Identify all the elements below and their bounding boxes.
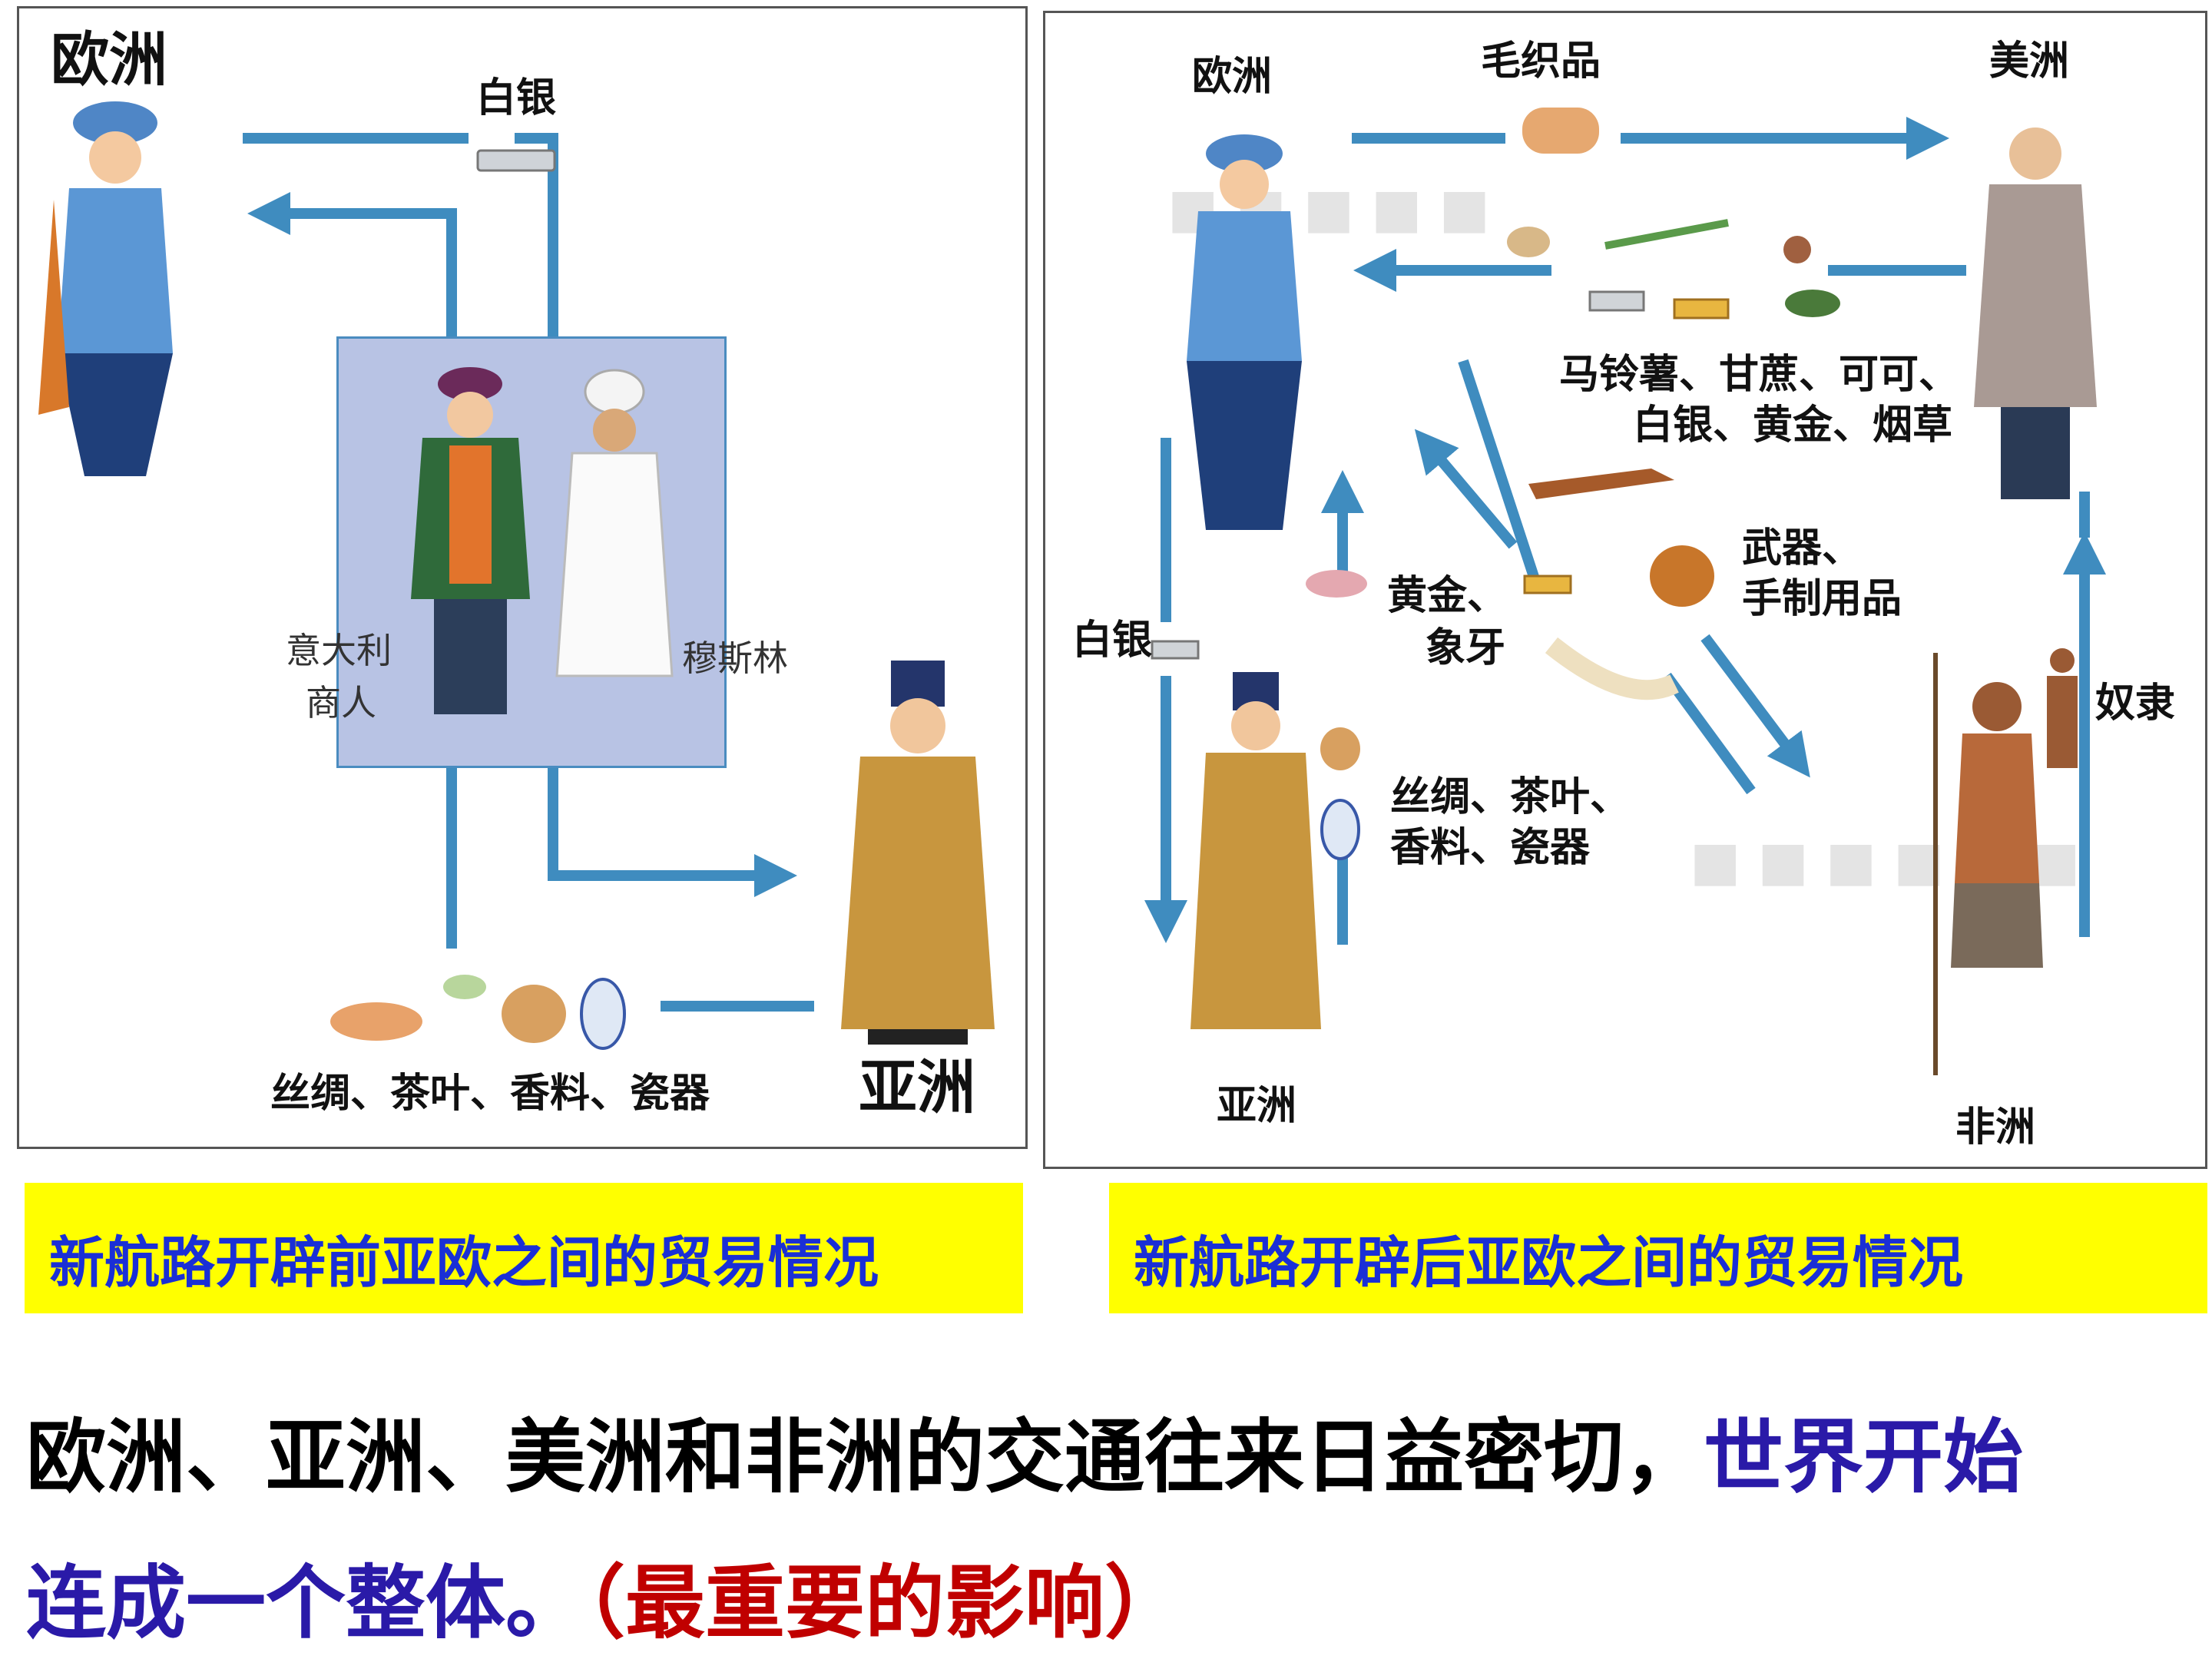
- right-silver-label: 白银: [1072, 618, 1153, 664]
- african-figure: [1933, 648, 2078, 1075]
- summary-line-1: 欧洲、亚洲、美洲和非洲的交通往来日益密切，世界开始: [26, 1413, 2023, 1501]
- right-africa-label: 非洲: [1955, 1104, 2036, 1151]
- silk-icon: [1306, 570, 1367, 598]
- left-silver-label: 白银: [476, 75, 557, 121]
- italian-merchant-label-2: 商人: [306, 682, 376, 724]
- woolens-icon: [1522, 108, 1599, 154]
- sugarcane-icon: [1604, 219, 1729, 250]
- potato-icon: [1507, 227, 1550, 257]
- gun-icon: [1528, 469, 1674, 499]
- caption-after-box: [1109, 1183, 2207, 1313]
- left-europe-label: 欧洲: [51, 25, 167, 94]
- right-america-label: 美洲: [1989, 38, 2070, 84]
- slaves-label: 奴隶: [2095, 680, 2176, 727]
- asia-goods-label-1: 丝绸、茶叶、: [1390, 774, 1631, 820]
- summary-line2-blue: 连成一个整体。: [26, 1556, 586, 1650]
- asian-figure: [841, 661, 995, 1045]
- american-figure: [1974, 127, 2097, 499]
- gold-ivory-label-2: 象牙: [1426, 625, 1506, 671]
- summary-line1-black: 欧洲、亚洲、美洲和非洲的交通往来日益密切，: [26, 1410, 1704, 1504]
- right-europe-label: 欧洲: [1192, 54, 1273, 100]
- gold-ivory-label-1: 黄金、: [1387, 573, 1508, 619]
- tobacco-icon: [1785, 290, 1840, 317]
- teapot-icon: [1650, 545, 1714, 607]
- silver-ingot-icon: [476, 149, 556, 172]
- cocoa-icon: [1783, 236, 1811, 263]
- asia-goods-label-2: 香料、瓷器: [1390, 825, 1591, 871]
- european-figure: [38, 101, 173, 476]
- left-goods-label: 丝绸、茶叶、香料、瓷器: [270, 1071, 710, 1117]
- silver-ingot-icon: [1151, 640, 1200, 660]
- left-arrows: [243, 133, 814, 1012]
- italian-merchant-figure: [411, 367, 530, 714]
- goods-icons: [330, 975, 626, 1050]
- right-goods-icons: [1151, 108, 1840, 860]
- summary-line1-blue: 世界开始: [1704, 1410, 2024, 1504]
- european-figure-right: [1187, 134, 1302, 530]
- summary-line-2: 连成一个整体。（最重要的影响）: [26, 1559, 1184, 1647]
- caption-before-box: [25, 1183, 1023, 1313]
- italian-merchant-label-1: 意大利: [286, 630, 392, 671]
- ivory-icon: [1545, 637, 1679, 700]
- america-goods-label-2: 白银、黄金、烟草: [1633, 402, 1953, 449]
- asian-figure-right: [1190, 672, 1321, 1029]
- gold-icon: [1523, 575, 1572, 594]
- america-goods-label-1: 马铃薯、甘蔗、可可、: [1559, 352, 1959, 398]
- right-arrows: [1144, 117, 2106, 945]
- weapons-label-2: 手制用品: [1742, 576, 1902, 622]
- right-asia-label: 亚洲: [1217, 1083, 1297, 1129]
- caption-after: 新航路开辟后亚欧之间的贸易情况: [1134, 1230, 1964, 1295]
- muslim-figure: [555, 369, 674, 677]
- muslim-label: 穆斯林: [682, 637, 788, 679]
- left-asia-label: 亚洲: [859, 1053, 975, 1121]
- weapons-label-1: 武器、: [1742, 525, 1863, 571]
- caption-before: 新航路开辟前亚欧之间的贸易情况: [49, 1230, 879, 1295]
- merchant-box: [336, 336, 727, 768]
- woolens-label: 毛织品: [1481, 38, 1601, 84]
- summary-line2-red: （最重要的影响）: [585, 1556, 1185, 1650]
